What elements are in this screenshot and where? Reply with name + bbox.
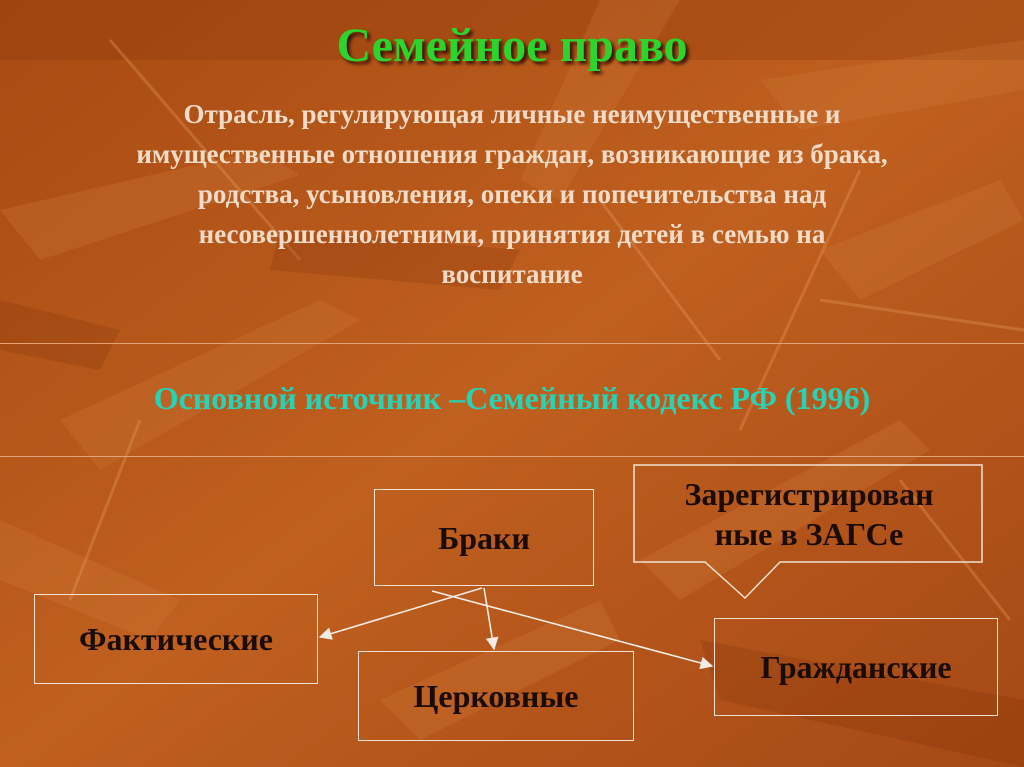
divider-top — [0, 343, 1024, 344]
callout-line: Зарегистрирован — [684, 476, 934, 512]
page-title: Семейное право — [336, 19, 688, 72]
node-braki: Браки — [374, 489, 594, 586]
definition-line: родства, усыновления, опеки и попечитель… — [197, 179, 827, 209]
source-text: Основной источник –Семейный кодекс РФ (1… — [153, 380, 871, 416]
node-tserkovnye: Церковные — [358, 651, 634, 741]
callout-text: Зарегистрирован ные в ЗАГСе — [636, 466, 982, 562]
definition-line: имущественные отношения граждан, возника… — [136, 139, 888, 169]
node-fakticheskie: Фактические — [34, 594, 318, 684]
callout-line: ные в ЗАГСе — [714, 516, 904, 552]
divider-bottom — [0, 456, 1024, 457]
definition-line: воспитание — [441, 259, 583, 289]
definition-line: несовершеннолетними, принятия детей в се… — [198, 219, 826, 249]
definition-line: Отрасль, регулирующая личные неимуществе… — [183, 99, 841, 129]
node-grazhdanskie: Гражданские — [714, 618, 998, 716]
definition-text: Отрасль, регулирующая личные неимуществе… — [10, 94, 1014, 294]
